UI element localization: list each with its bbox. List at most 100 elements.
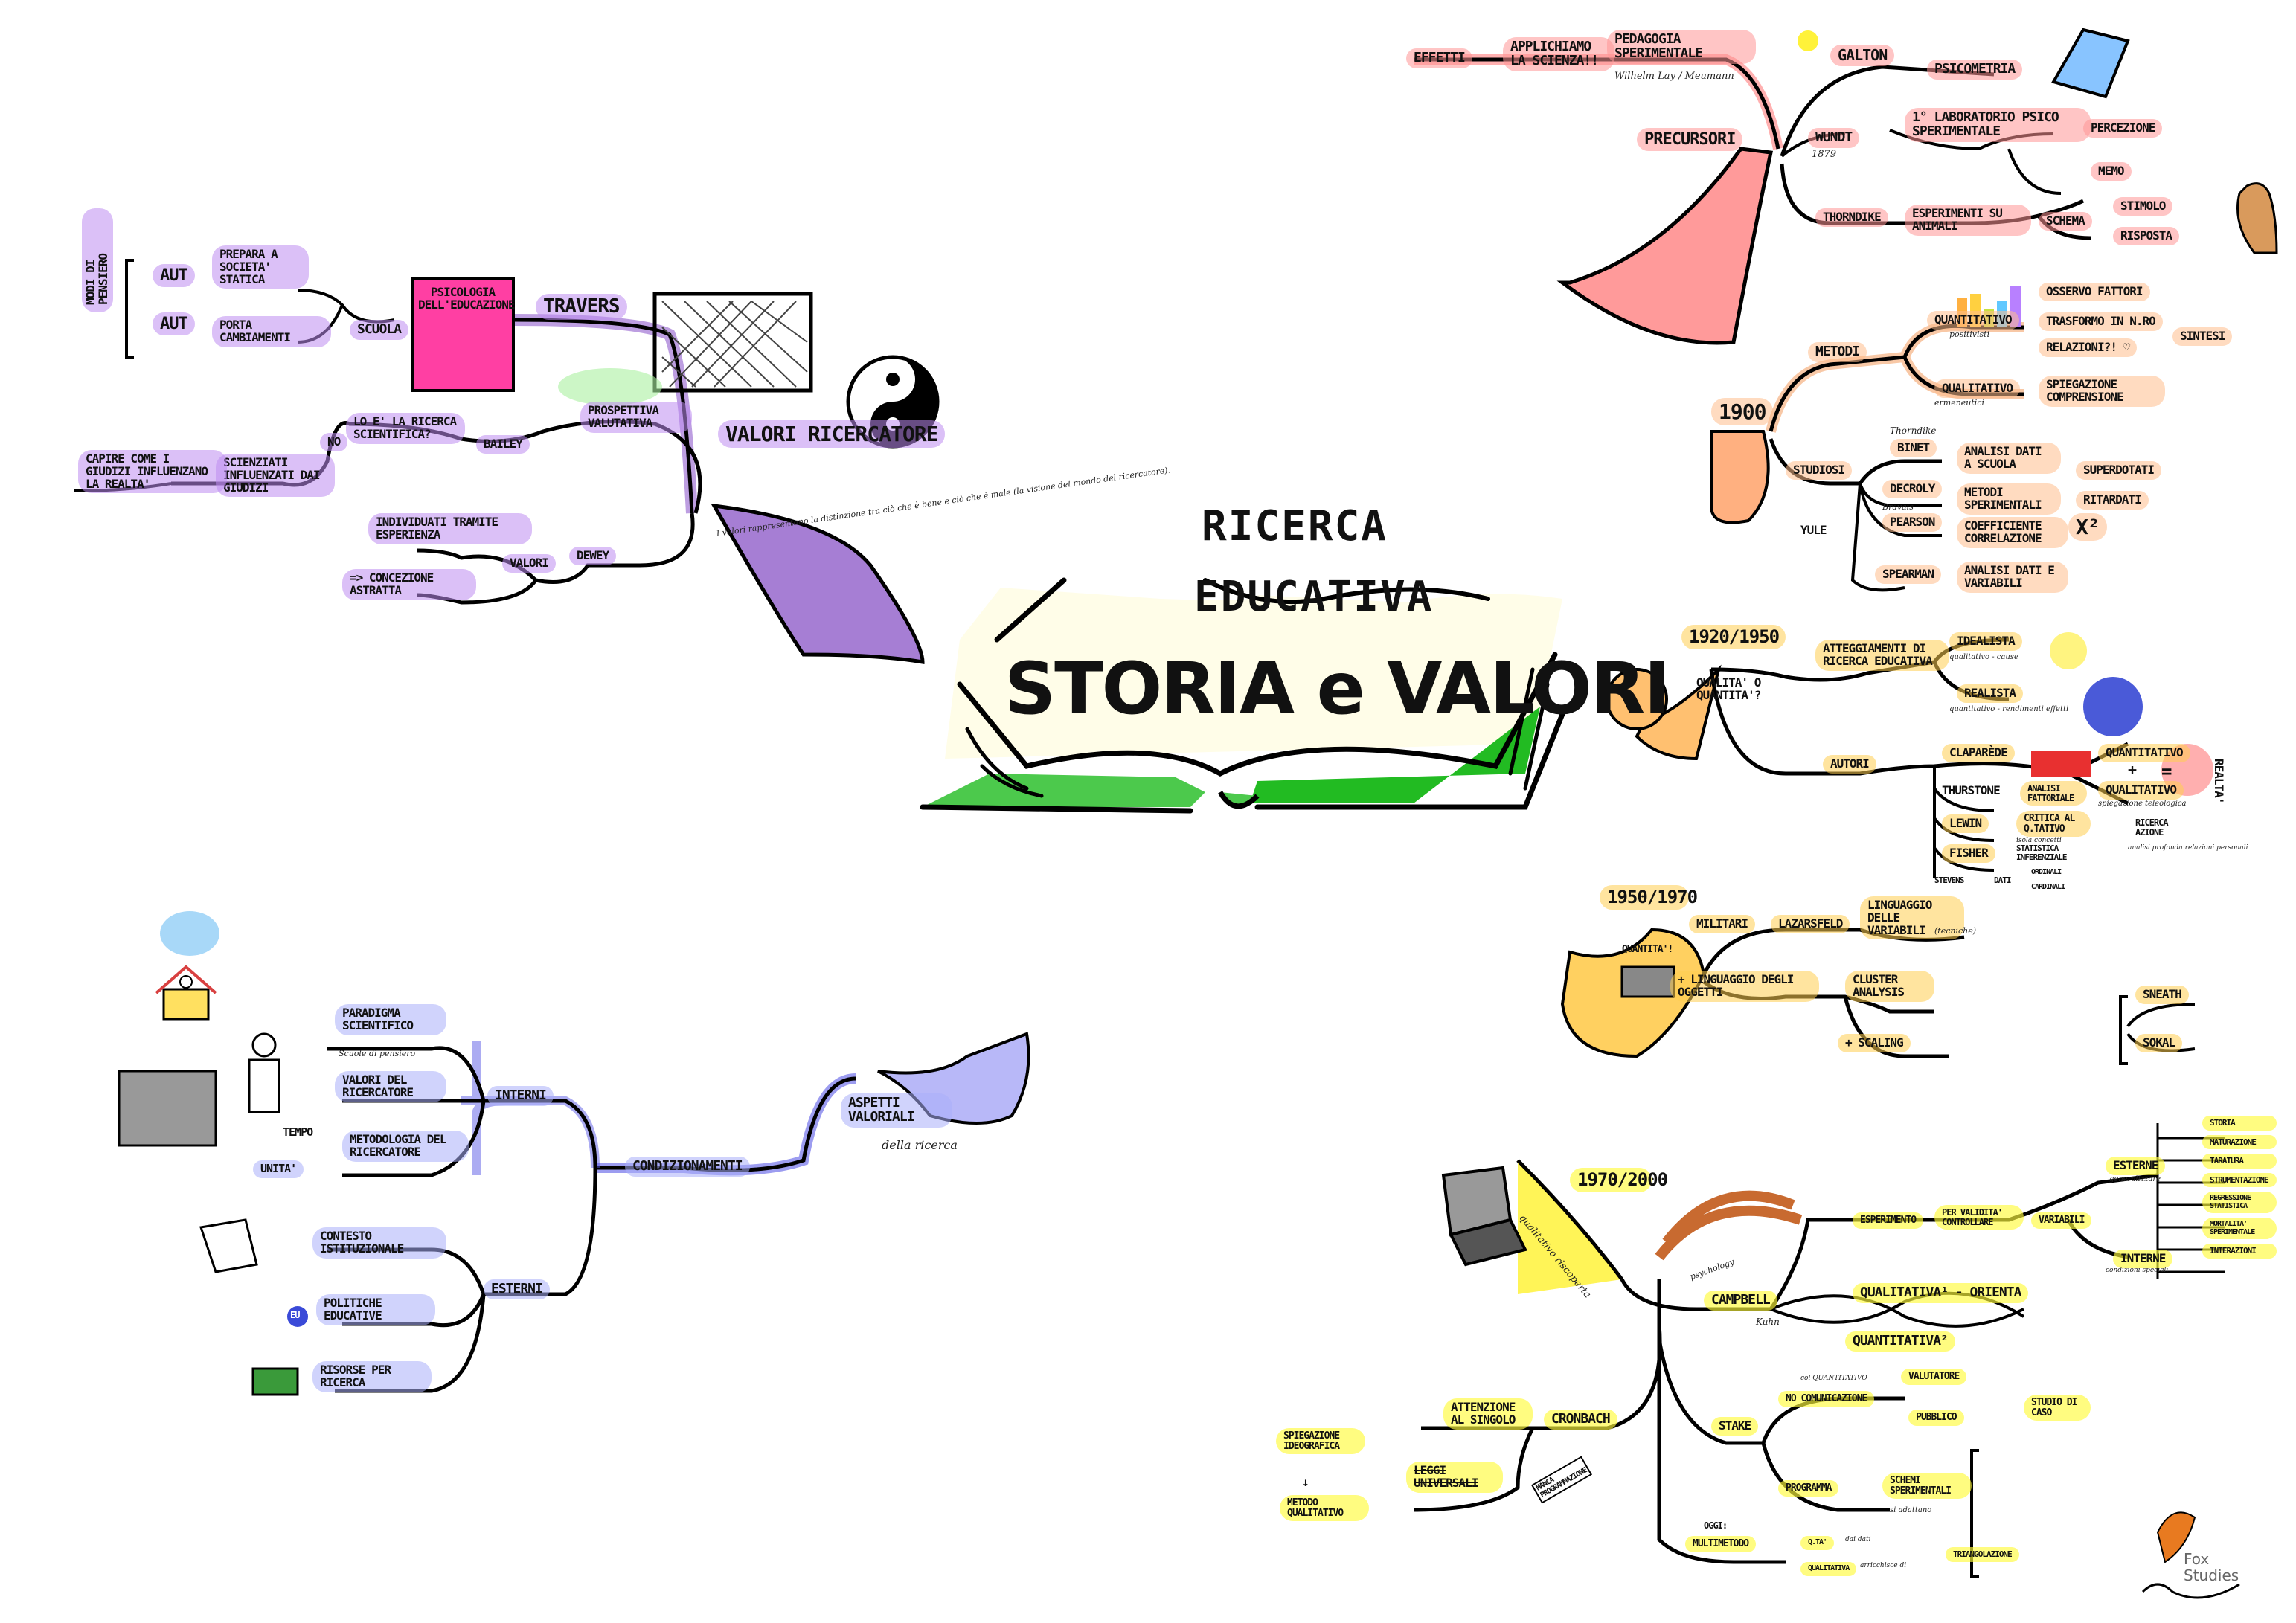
node-thurstone: THURSTONE	[1942, 783, 2001, 797]
node-quantitativo-cl: QUANTITATIVO	[2098, 744, 2190, 762]
school-icon	[155, 965, 217, 1021]
watermark-fox-studies: Fox Studies	[2184, 1551, 2239, 1584]
node-qualitativa-orienta: QUALITATIVA¹ - ORIENTA	[1853, 1283, 2029, 1303]
toolbox-icon	[2031, 751, 2091, 777]
note-thorndike: Thorndike	[1890, 425, 1937, 436]
node-esterne: ESTERNE	[2106, 1157, 2166, 1175]
watermark-line-1: Fox	[2184, 1550, 2210, 1568]
node-spiegazione-ideografica: SPIEGAZIONE IDEOGRAFICA	[1276, 1428, 1365, 1455]
node-linguaggio-oggetti: + LINGUAGGIO degli OGGETTI	[1670, 971, 1819, 1002]
node-relazioni: RELAZIONI?! ♡	[2039, 338, 2138, 357]
node-stake: STAKE	[1711, 1417, 1759, 1436]
node-travers: TRAVERS	[536, 294, 627, 321]
node-wundt: WUNDT	[1808, 128, 1860, 148]
node-modi-pensiero: MODI di PENSIERO	[82, 208, 113, 312]
node-fisher: FISHER	[1942, 844, 1995, 863]
node-capire-giudizi: CAPIRE COME I GIUDIZI INFLUENZANO LA REA…	[78, 450, 227, 494]
node-chi-square: χ²	[2068, 513, 2107, 541]
money-icon	[251, 1367, 299, 1396]
node-qta: Q.TA'	[1800, 1536, 1835, 1550]
main-title: STORIA e VALORI	[1004, 647, 1670, 730]
colosseum-icon	[1655, 1190, 1803, 1261]
node-contesto-istituzionale: CONTESTO ISTITUZIONALE	[312, 1227, 446, 1259]
node-programma: PROGRAMMA	[1778, 1480, 1839, 1497]
node-studio-caso: STUDIO di CASO	[2024, 1395, 2091, 1421]
node-metodi-sperimentali: METODI SPERIMENTALI	[1957, 483, 2061, 515]
node-1970-2000: 1970/2000	[1570, 1168, 1668, 1193]
node-oggi: OGGI:	[1704, 1520, 1728, 1531]
node-pedagogia-sperimentale: PEDAGOGIA SPERIMENTALE	[1607, 30, 1756, 64]
node-porta-cambiamenti: PORTA CAMBIAMENTI	[212, 316, 331, 347]
purple-branch	[74, 259, 940, 664]
watermark-line-2: Studies	[2184, 1566, 2239, 1584]
threat-item: STRUMENTAZIONE	[2202, 1172, 2277, 1188]
node-condizionamenti: CONDIZIONAMENTI	[625, 1157, 750, 1177]
note-bravais: Bravais	[1882, 502, 1914, 512]
node-laboratorio: 1° LABORATORIO PSICO SPERIMENTALE	[1905, 108, 2091, 142]
star-icon	[1798, 30, 1818, 51]
node-concezione-astratta: => CONCEZIONE ASTRATTA	[342, 569, 476, 600]
node-scaling: + SCALING	[1838, 1034, 1911, 1052]
node-claparede: CLAPARÈDE	[1942, 744, 2015, 762]
node-unita: UNITA'	[253, 1160, 304, 1178]
node-scienziati: SCIENZIATI INFLUENZATI dai GIUDIZI	[216, 454, 335, 498]
node-scuola: SCUOLA	[350, 320, 409, 340]
node-qualitativo: QUALITATIVO	[1934, 379, 2020, 398]
node-qualita-quantita: QUALITA' o QUANTITA'?	[1696, 675, 1761, 702]
node-pearson: PEARSON	[1882, 513, 1943, 532]
node-metodologia-ricercatore: METODOLOGIA del RICERCATORE	[342, 1131, 469, 1162]
lightbulb-icon	[2050, 632, 2087, 669]
node-lazarsfeld: LAZARSFELD	[1771, 915, 1850, 933]
note-arricchisce: arricchisce di	[1860, 1562, 1907, 1569]
node-spiegazione-comprensione: SPIEGAZIONE COMPRENSIONE	[2039, 376, 2165, 407]
node-1900: 1900	[1711, 398, 1774, 426]
node-quantitativo: QUANTITATIVO	[1927, 311, 2019, 330]
psicologia-book-icon	[411, 277, 515, 392]
note-ricerca-azione: analisi profonda relazioni personali	[2128, 844, 2248, 852]
note-dai-dati: dai dati	[1845, 1536, 1871, 1543]
node-osservo-fattori: OSSERVO FATTORI	[2039, 283, 2150, 301]
node-quantitativa: QUANTITATIVA²	[1845, 1331, 1955, 1352]
fox-tail-logo	[2141, 1511, 2240, 1599]
node-cronbach: CRONBACH	[1544, 1410, 1617, 1430]
node-analisi-variabili: ANALISI DATI e VARIABILI	[1957, 562, 2068, 593]
node-aut-2: AUT	[153, 312, 195, 336]
dog-icon	[2236, 182, 2278, 254]
node-analisi-dati-scuola: ANALISI DATI a scuola	[1957, 443, 2061, 474]
note-ermeneutici: ermeneutici	[1934, 398, 1985, 408]
note-condizioni-speciali: condizioni speciali	[2106, 1267, 2169, 1274]
node-trasformo-numero: TRASFORMO in N.ro	[2039, 312, 2163, 331]
node-per-validita: PER VALIDITA' CONTROLLARE	[1934, 1205, 2024, 1230]
node-plus: +	[2128, 761, 2137, 779]
node-metodi: METODI	[1808, 342, 1867, 362]
yellow-branch-1970	[1413, 1123, 2225, 1578]
scientist-icon	[248, 1032, 280, 1113]
blue-branch	[118, 911, 1030, 1396]
node-1950-1970: 1950/1970	[1600, 885, 1698, 910]
note-idealista: qualitativo - cause	[1949, 653, 2018, 661]
node-interni: INTERNI	[487, 1086, 554, 1106]
laptop-icon	[1441, 1166, 1527, 1267]
node-equals: =	[2161, 761, 2172, 782]
node-valori: VALORI	[502, 554, 556, 573]
node-no-comunicazione: NO COMUNICAZIONE	[1778, 1391, 1875, 1407]
node-schema: SCHEMA	[2039, 212, 2092, 231]
node-risposta: RISPOSTA	[2113, 227, 2180, 245]
threat-item: TARATURA	[2202, 1154, 2277, 1169]
node-autori: AUTORI	[1823, 755, 1876, 774]
note-si-adattano: si adattano	[1890, 1506, 1932, 1514]
node-variabili: VARIABILI	[2031, 1212, 2092, 1229]
node-valutatore: VALUTATORE	[1901, 1369, 1967, 1385]
node-ritardati: RITARDATI	[2076, 491, 2149, 510]
node-lo-e-ricerca: LO E' LA RICERCA SCIENTIFICA?	[346, 413, 465, 444]
node-qualitativo-cl: QUALITATIVO	[2098, 781, 2184, 800]
node-esperimenti-animali: ESPERIMENTI SU ANIMALI	[1905, 205, 2031, 236]
node-triangolazione: TRIANGOLAZIONE	[1946, 1547, 2019, 1562]
node-no: NO	[320, 433, 348, 451]
node-politiche-educative: POLITICHE EDUCATIVE	[316, 1294, 435, 1325]
node-psicologia-educazione: PSICOLOGIA DELL'EDUCAZIONE	[418, 285, 516, 312]
node-pubblico: PUBBLICO	[1908, 1410, 1964, 1426]
note-della-ricerca: della ricerca	[882, 1138, 958, 1152]
node-risorse-ricerca: RISORSE PER RICERCA	[312, 1361, 432, 1392]
node-lewin: LEWIN	[1942, 814, 1989, 833]
